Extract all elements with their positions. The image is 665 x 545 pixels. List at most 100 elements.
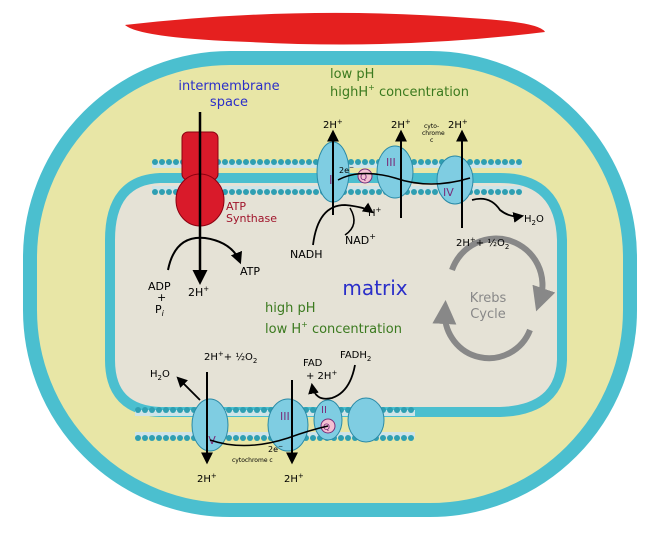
krebs-cycle-label-2: Cycle: [470, 307, 506, 322]
lipid-head: [166, 189, 172, 195]
lipid-head: [481, 189, 487, 195]
lipid-head: [488, 189, 494, 195]
atp-synthase-label-2: Synthase: [226, 212, 277, 225]
lipid-head: [425, 159, 431, 165]
bottom-2h-2: 2H+: [284, 472, 304, 485]
lipid-head: [222, 159, 228, 165]
fad-label: FAD: [303, 358, 323, 369]
top-2h-2: 2H+: [391, 118, 411, 131]
lipid-head: [387, 435, 393, 441]
bottom-2e-label: 2e−: [268, 443, 283, 454]
lipid-head: [254, 435, 260, 441]
complex-iv-bottom: [191, 398, 229, 452]
top-h2o-label: H2O: [524, 214, 544, 227]
lipid-head: [177, 407, 183, 413]
lipid-head: [401, 407, 407, 413]
lipid-head: [502, 159, 508, 165]
lipid-head: [362, 159, 368, 165]
lipid-head: [432, 159, 438, 165]
top-2h-1: 2H+: [323, 118, 343, 131]
lipid-head: [142, 407, 148, 413]
lipid-head: [292, 159, 298, 165]
fad-2h-label: + 2H+: [306, 369, 337, 382]
lipid-head: [376, 189, 382, 195]
complex-iv-top: [436, 155, 474, 205]
nad-label: NAD+: [345, 232, 376, 247]
lipid-head: [516, 159, 522, 165]
complex-iii-top-label: III: [386, 156, 396, 169]
complex-iii-bottom: [267, 398, 309, 452]
lipid-head: [159, 159, 165, 165]
complex-iv-top-label: IV: [443, 186, 454, 199]
lipid-head: [516, 189, 522, 195]
lipid-head: [271, 189, 277, 195]
lipid-head: [163, 435, 169, 441]
lipid-head: [254, 407, 260, 413]
lipid-head: [156, 435, 162, 441]
lipid-head: [299, 189, 305, 195]
lipid-head: [285, 159, 291, 165]
lipid-head: [135, 407, 141, 413]
lipid-head: [474, 159, 480, 165]
lipid-head: [233, 435, 239, 441]
atp-synthase: [175, 112, 225, 285]
lipid-head: [278, 189, 284, 195]
lipid-head: [163, 407, 169, 413]
complex-iii-bottom-label: III: [280, 410, 290, 423]
h-plus-label: H+: [368, 206, 382, 219]
lipid-head: [226, 407, 232, 413]
lipid-head: [313, 189, 319, 195]
top-half-o2-label: 2H++ ½O2: [456, 236, 509, 251]
lipid-head: [229, 159, 235, 165]
matrix-label: matrix: [342, 276, 407, 300]
lipid-head: [408, 435, 414, 441]
cytochrome-c-bottom-label: cytochrome c: [232, 457, 273, 464]
svg-text:c: c: [430, 137, 433, 144]
low-h-concentration-label: low H+ concentration: [265, 320, 402, 337]
lipid-head: [355, 189, 361, 195]
bottom-h2o-label: H2O: [150, 369, 170, 382]
lipid-head: [362, 189, 368, 195]
lipid-head: [264, 189, 270, 195]
bottom-2h-1: 2H+: [197, 472, 217, 485]
lipid-head: [338, 435, 344, 441]
lipid-head: [401, 435, 407, 441]
lipid-head: [495, 189, 501, 195]
complex-i-label: I: [329, 173, 333, 187]
lipid-head: [278, 159, 284, 165]
lipid-head: [292, 189, 298, 195]
cytochrome-c-top-label: cyto-: [424, 123, 439, 130]
lipid-head: [495, 159, 501, 165]
low-ph-label: low pH: [330, 67, 374, 82]
lipid-head: [488, 159, 494, 165]
lipid-head: [310, 407, 316, 413]
lipid-head: [310, 435, 316, 441]
lipid-head: [355, 159, 361, 165]
lipid-head: [243, 189, 249, 195]
lipid-head: [271, 159, 277, 165]
lipid-head: [509, 189, 515, 195]
lipid-head: [149, 407, 155, 413]
svg-text:chrome: chrome: [422, 130, 445, 137]
krebs-cycle-label: Krebs: [470, 291, 507, 306]
top-2h-3: 2H+: [448, 118, 468, 131]
lipid-head: [425, 189, 431, 195]
lipid-head: [348, 159, 354, 165]
lipid-head: [236, 189, 242, 195]
high-ph-label: high pH: [265, 301, 316, 316]
lipid-head: [380, 435, 386, 441]
lipid-head: [236, 159, 242, 165]
lipid-head: [247, 407, 253, 413]
atp-synthase-label: ATP: [226, 200, 246, 213]
complex-iii-top: [376, 145, 414, 199]
lipid-head: [509, 159, 515, 165]
lipid-head: [166, 159, 172, 165]
lipid-head: [299, 159, 305, 165]
lipid-head: [184, 407, 190, 413]
redaction-mark: [125, 12, 545, 45]
lipid-head: [156, 407, 162, 413]
intermembrane-space-label: intermembrane: [178, 79, 279, 94]
intermembrane-space-label-2: space: [210, 95, 248, 110]
